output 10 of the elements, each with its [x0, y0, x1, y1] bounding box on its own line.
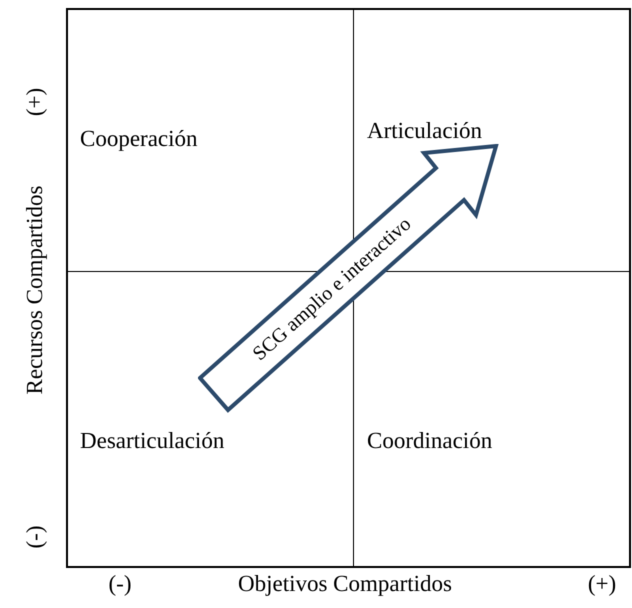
quadrant-label: Coordinación — [367, 428, 492, 454]
quadrant-label: Desarticulación — [80, 428, 224, 454]
quadrant-label: Articulación — [367, 118, 482, 144]
axis-label: (+) — [588, 571, 616, 597]
axis-label: (-) — [22, 526, 48, 548]
axis-label: (-) — [108, 571, 132, 597]
axis-label: (+) — [22, 88, 48, 116]
axis-label: Recursos Compartidos — [22, 186, 48, 394]
axis-label: Objetivos Compartidos — [238, 571, 452, 597]
quadrant-label: Cooperación — [80, 126, 198, 152]
